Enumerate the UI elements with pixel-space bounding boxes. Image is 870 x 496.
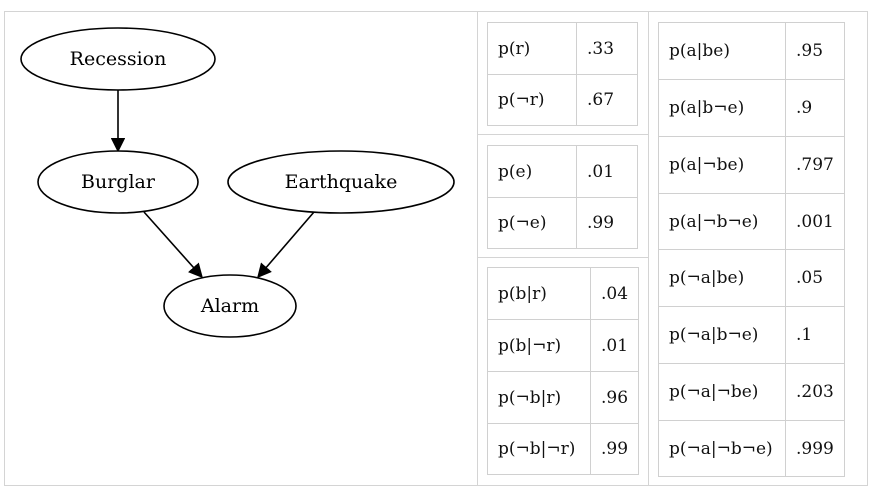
cpt-label: p(¬b|r) <box>487 371 591 424</box>
node-alarm-label: Alarm <box>200 295 259 317</box>
table-row: p(¬b|r) .96 <box>487 371 640 424</box>
cpt-label: p(¬e) <box>487 197 577 249</box>
cpt-label: p(r) <box>487 22 577 75</box>
node-alarm: Alarm <box>163 274 297 338</box>
divider-vertical-left <box>477 11 478 486</box>
node-burglar-label: Burglar <box>81 171 156 193</box>
cpt-value: .01 <box>576 145 638 198</box>
cpt-label: p(a|b¬e) <box>658 79 786 137</box>
cpt-value: .95 <box>785 22 845 80</box>
table-row: p(a|¬be) .797 <box>658 136 845 194</box>
table-row: p(¬e) .99 <box>487 197 638 249</box>
table-row: p(a|be) .95 <box>658 22 845 80</box>
cpt-value: .96 <box>589 371 640 424</box>
cpt-value: .1 <box>785 306 845 364</box>
node-recession: Recession <box>20 27 216 91</box>
cpt-label: p(¬a|¬b¬e) <box>658 420 786 477</box>
cpt-earthquake: p(e) .01 p(¬e) .99 <box>487 145 638 249</box>
edge-burglar-alarm <box>143 211 203 279</box>
cpt-recession: p(r) .33 p(¬r) .67 <box>487 22 638 126</box>
cpt-value: .33 <box>576 22 638 75</box>
table-row: p(b|r) .04 <box>487 267 640 320</box>
table-row: p(b|¬r) .01 <box>487 319 640 372</box>
cpt-value: .797 <box>785 136 845 194</box>
table-row: p(¬r) .67 <box>487 74 638 126</box>
cpt-value: .67 <box>576 74 638 126</box>
divider-vertical-right <box>648 11 649 486</box>
diagram-frame <box>4 11 868 486</box>
node-earthquake: Earthquake <box>227 150 455 214</box>
cpt-burglar: p(b|r) .04 p(b|¬r) .01 p(¬b|r) .96 p(¬b|… <box>487 267 640 475</box>
table-row: p(r) .33 <box>487 22 638 75</box>
cpt-value: .99 <box>589 423 640 475</box>
cpt-value: .203 <box>785 363 845 421</box>
table-row: p(¬a|¬b¬e) .999 <box>658 420 845 477</box>
cpt-label: p(b|¬r) <box>487 319 591 372</box>
node-burglar: Burglar <box>37 150 199 214</box>
cpt-label: p(¬a|¬be) <box>658 363 786 421</box>
cpt-label: p(a|be) <box>658 22 786 80</box>
table-row: p(e) .01 <box>487 145 638 198</box>
cpt-label: p(¬r) <box>487 74 577 126</box>
table-row: p(¬b|¬r) .99 <box>487 423 640 475</box>
table-row: p(¬a|¬be) .203 <box>658 363 845 421</box>
table-row: p(a|b¬e) .9 <box>658 79 845 137</box>
cpt-value: .05 <box>785 249 845 307</box>
cpt-value: .9 <box>785 79 845 137</box>
node-earthquake-label: Earthquake <box>285 171 398 193</box>
divider-horizontal-1 <box>477 134 648 135</box>
cpt-label: p(a|¬be) <box>658 136 786 194</box>
cpt-value: .01 <box>589 319 640 372</box>
cpt-label: p(¬a|b¬e) <box>658 306 786 364</box>
cpt-label: p(a|¬b¬e) <box>658 193 786 250</box>
cpt-label: p(¬a|be) <box>658 249 786 307</box>
table-row: p(a|¬b¬e) .001 <box>658 193 845 250</box>
table-row: p(¬a|be) .05 <box>658 249 845 307</box>
cpt-label: p(¬b|¬r) <box>487 423 591 475</box>
cpt-value: .001 <box>785 193 845 250</box>
cpt-alarm: p(a|be) .95 p(a|b¬e) .9 p(a|¬be) .797 p(… <box>658 22 845 477</box>
graph-canvas: Recession Burglar Earthquake Alarm <box>20 27 455 338</box>
bayes-network-graph: Recession Burglar Earthquake Alarm <box>4 11 477 486</box>
cpt-value: .99 <box>576 197 638 249</box>
edge-earthquake-alarm <box>257 211 315 279</box>
table-row: p(¬a|b¬e) .1 <box>658 306 845 364</box>
cpt-value: .04 <box>589 267 640 320</box>
cpt-value: .999 <box>785 420 845 477</box>
cpt-label: p(b|r) <box>487 267 591 320</box>
divider-horizontal-2 <box>477 257 648 258</box>
cpt-label: p(e) <box>487 145 577 198</box>
node-recession-label: Recession <box>70 48 167 70</box>
